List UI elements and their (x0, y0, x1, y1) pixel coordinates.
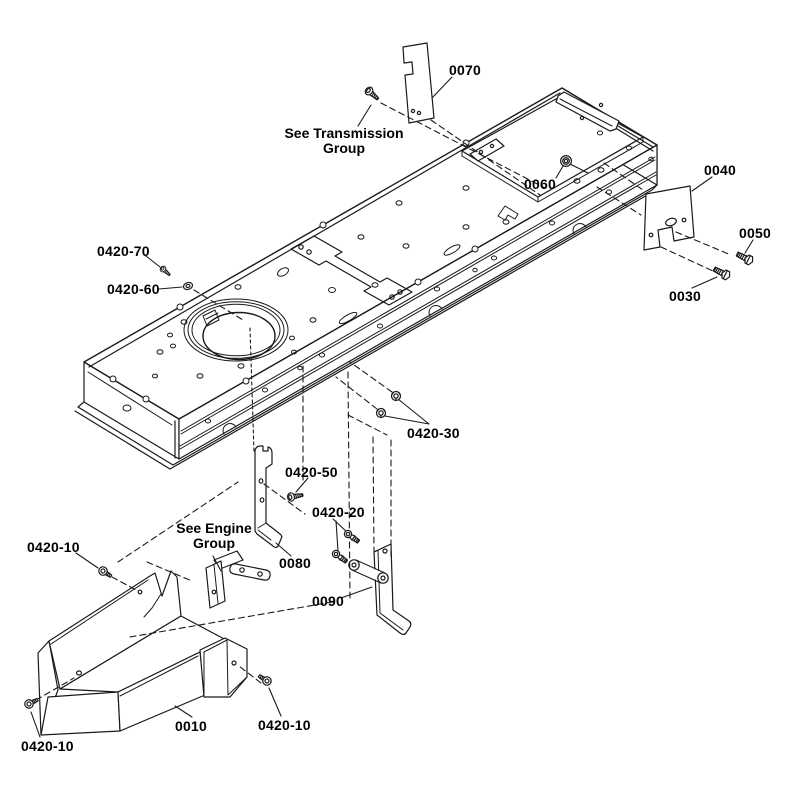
part-0010-shield (37, 570, 248, 736)
callout-0040-2[interactable]: 0040 (704, 162, 736, 178)
assembly-dashed-lines (35, 102, 732, 701)
frame-slots (277, 205, 519, 325)
callout-leader-lines (30, 76, 754, 738)
callout-0030-4[interactable]: 0030 (669, 288, 701, 304)
note-see-engine-group[interactable]: See Engine Group (176, 520, 252, 551)
part-0090-bracket (348, 543, 412, 636)
callout-0420-20-9[interactable]: 0420-20 (312, 504, 365, 520)
callout-0010-12[interactable]: 0010 (175, 718, 207, 734)
fastener-0420-70-bolt (158, 264, 173, 278)
callout-0420-60-6[interactable]: 0420-60 (107, 281, 160, 297)
fastener-0420-10-bolt-1 (96, 564, 114, 581)
frame-opening-side-bracket (469, 138, 505, 162)
fastener-0420-60-washer (181, 280, 195, 292)
frame-top-holes (152, 167, 605, 379)
fastener-0420-20-bolt-1 (342, 528, 362, 546)
callout-0060-1[interactable]: 0060 (524, 176, 556, 192)
callout-0420-70-5[interactable]: 0420-70 (97, 243, 150, 259)
fastener-transmission-screw (363, 85, 382, 103)
frame-assembly (74, 87, 658, 470)
fastener-0420-50-screw (286, 490, 305, 503)
callout-0070-0[interactable]: 0070 (449, 62, 481, 78)
callout-0050-3[interactable]: 0050 (739, 225, 771, 241)
note-see-transmission-group[interactable]: See Transmission Group (284, 125, 404, 156)
callout-0420-10-13[interactable]: 0420-10 (27, 539, 80, 555)
frame-u-plate (290, 235, 413, 306)
part-0080-bracket (254, 445, 283, 549)
fastener-0420-30-nut-2 (375, 407, 387, 419)
part-0040-plate (643, 185, 695, 251)
callout-0420-10-14[interactable]: 0420-10 (21, 738, 74, 754)
frame-side-holes (122, 130, 654, 424)
callout-0420-10-15[interactable]: 0420-10 (258, 717, 311, 733)
part-0070-plate (402, 42, 435, 124)
fastener-0420-30-nut-1 (390, 390, 402, 402)
part-engine-group-bracket (205, 550, 271, 609)
fastener-0060-nut (559, 155, 573, 167)
callout-0420-30-7[interactable]: 0420-30 (407, 425, 460, 441)
frame-transmission-opening (461, 91, 644, 203)
callout-0080-10[interactable]: 0080 (279, 555, 311, 571)
fastener-0420-10-bolt-2 (22, 695, 40, 711)
callout-0420-50-8[interactable]: 0420-50 (285, 464, 338, 480)
fastener-0420-20-bolt-2 (330, 548, 350, 566)
callout-0090-11[interactable]: 0090 (312, 593, 344, 609)
fastener-0420-10-bolt-3 (256, 671, 274, 688)
frame-engine-hole (183, 298, 289, 362)
frame-edge-rivets (109, 139, 479, 403)
